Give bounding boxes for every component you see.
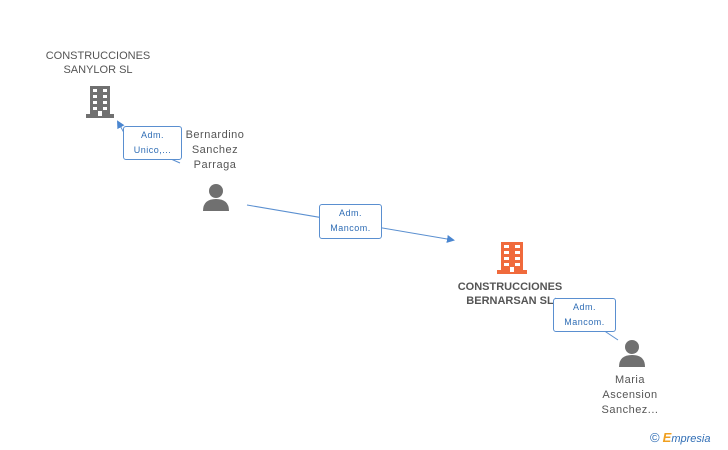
company-name-line1: CONSTRUCCIONES bbox=[45, 50, 151, 62]
person-node-bernardino[interactable]: Bernardino Sanchez Parraga bbox=[175, 128, 255, 173]
edge-label-line1: Adm. bbox=[572, 302, 596, 312]
edge-label-line1: Adm. bbox=[140, 130, 164, 140]
person-icon[interactable] bbox=[201, 183, 231, 213]
building-icon[interactable] bbox=[495, 240, 529, 276]
person-name-line2: Ascension bbox=[602, 389, 658, 401]
empresia-watermark: © Empresia bbox=[650, 430, 728, 448]
copyright-icon: © bbox=[650, 430, 660, 445]
company-node-bernarsan[interactable]: CONSTRUCCIONES BERNARSAN SL bbox=[440, 280, 580, 308]
edge-label-adm-mancom-1[interactable]: Adm. Mancom. bbox=[319, 204, 382, 239]
edge-label-adm-mancom-2[interactable]: Adm. Mancom. bbox=[553, 298, 616, 332]
edge-label-line2: Unico,... bbox=[133, 145, 172, 155]
person-name-line3: Sanchez... bbox=[601, 404, 659, 416]
person-name-line3: Parraga bbox=[193, 159, 237, 171]
edge-label-line2: Mancom. bbox=[330, 223, 371, 233]
company-node-sanylor[interactable]: CONSTRUCCIONES SANYLOR SL bbox=[38, 49, 158, 77]
edge-label-adm-unico[interactable]: Adm. Unico,... bbox=[123, 126, 182, 160]
edge-label-line2: Mancom. bbox=[564, 317, 605, 327]
brand-initial: E bbox=[662, 430, 672, 445]
brand-name: mpresia bbox=[671, 433, 711, 445]
person-name-line1: Maria bbox=[614, 374, 645, 386]
person-node-maria[interactable]: Maria Ascension Sanchez... bbox=[590, 373, 670, 418]
company-name-line2: BERNARSAN SL bbox=[466, 295, 554, 307]
edge-label-line1: Adm. bbox=[338, 208, 362, 218]
company-name-line2: SANYLOR SL bbox=[63, 64, 133, 76]
person-icon[interactable] bbox=[617, 339, 647, 369]
person-name-line1: Bernardino bbox=[185, 129, 245, 141]
person-name-line2: Sanchez bbox=[191, 144, 239, 156]
company-name-line1: CONSTRUCCIONES bbox=[457, 281, 563, 293]
building-icon[interactable] bbox=[84, 84, 116, 120]
